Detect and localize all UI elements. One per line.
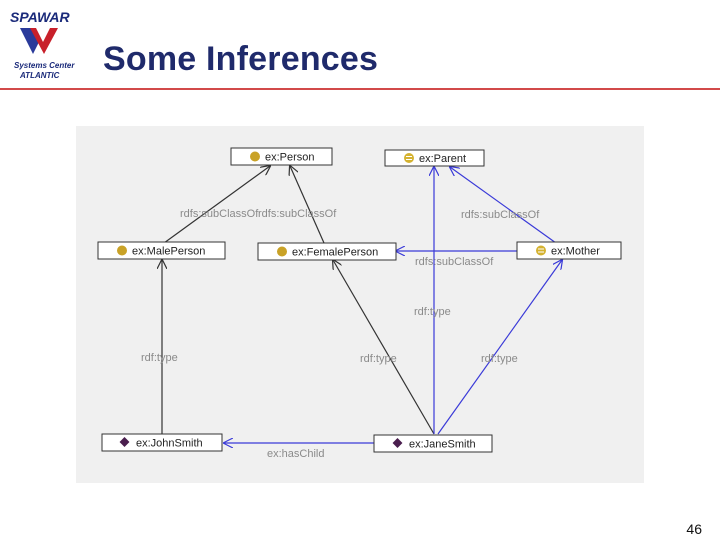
edge-label-mother-female: rdfs:subClassOf (415, 256, 494, 268)
defined-class-icon (536, 245, 546, 256)
node-jane-smith[interactable]: ex:JaneSmith (373, 434, 493, 453)
node-person[interactable]: ex:Person (230, 147, 333, 166)
edge-label-jane-parent: rdf:type (414, 306, 451, 318)
individual-icon (392, 438, 403, 448)
edge-label-has-child: ex:hasChild (267, 448, 324, 460)
edge-male-subclass-person (163, 166, 270, 244)
class-icon (117, 245, 127, 256)
class-icon (277, 246, 287, 257)
node-label: ex:JaneSmith (409, 439, 476, 451)
node-label: ex:MalePerson (132, 246, 205, 258)
ontology-graph: rdfs:subClassOf rdfs:subClassOf rdfs:sub… (97, 147, 622, 460)
edge-label-female-subclass: rdfs:subClassOf (258, 208, 337, 220)
node-mother[interactable]: ex:Mother (516, 241, 622, 260)
diagram-panel: rdfs:subClassOf rdfs:subClassOf rdfs:sub… (76, 126, 644, 483)
edge-female-subclass-person (290, 166, 325, 244)
node-label: ex:FemalePerson (292, 247, 378, 259)
node-parent[interactable]: ex:Parent (384, 149, 485, 167)
node-john-smith[interactable]: ex:JohnSmith (101, 433, 223, 452)
edge-label-jane-mother: rdf:type (481, 353, 518, 365)
edge-label-jane-female: rdf:type (360, 353, 397, 365)
class-icon (250, 151, 260, 162)
logo-subtitle: Systems Center (14, 61, 75, 70)
defined-class-icon (404, 153, 414, 163)
edge-mother-subclass-parent (450, 167, 557, 244)
slide-title: Some Inferences (103, 40, 379, 78)
logo-wordmark: SPAWAR (10, 9, 71, 25)
edge-label-mother-parent: rdfs:subClassOf (461, 209, 540, 221)
spawar-logo: SPAWAR Systems Center ATLANTIC (10, 9, 75, 80)
node-male-person[interactable]: ex:MalePerson (97, 241, 226, 260)
node-label: ex:Mother (551, 246, 600, 258)
edge-jane-type-female (333, 260, 435, 435)
logo-subtitle-2: ATLANTIC (19, 71, 60, 80)
edge-jane-type-mother (437, 260, 562, 435)
node-label: ex:Parent (419, 153, 466, 165)
edge-label-male-subclass: rdfs:subClassOf (180, 208, 259, 220)
node-label: ex:JohnSmith (136, 438, 203, 450)
node-female-person[interactable]: ex:FemalePerson (257, 242, 397, 261)
page-number: 46 (686, 521, 702, 537)
edge-label-john-male: rdf:type (141, 352, 178, 364)
node-label: ex:Person (265, 152, 315, 164)
title-divider (0, 88, 720, 90)
logo-chevron-red-icon (30, 28, 58, 54)
